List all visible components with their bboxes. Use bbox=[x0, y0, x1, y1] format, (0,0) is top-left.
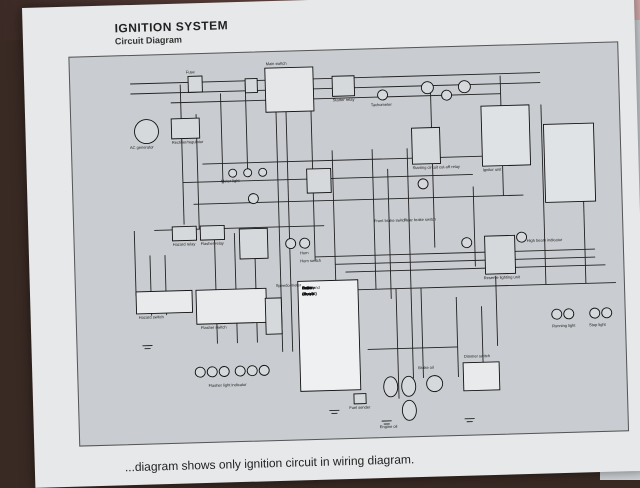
label-main-switch: Main switch bbox=[265, 60, 287, 67]
label-ignitor-unit: Ignitor unit bbox=[482, 166, 502, 173]
label-fuse: Fuse bbox=[185, 69, 195, 75]
label-running-light: Running light bbox=[552, 322, 576, 329]
label-fuel-sender: Fuel sender bbox=[349, 404, 371, 411]
footer-text: ...diagram shows only ignition circuit i… bbox=[124, 452, 415, 475]
label-horn: Horn bbox=[299, 250, 309, 256]
label-hazard-switch: Hazard switch bbox=[138, 314, 164, 320]
label-rectifier: Rectifier/regulator bbox=[171, 138, 204, 145]
label-tachometer: Tachometer bbox=[370, 101, 392, 108]
label-brake-oil: Brake oil bbox=[418, 364, 434, 371]
label-flasher-switch: Flasher switch bbox=[200, 324, 227, 331]
label-engine-oil: Engine oil bbox=[379, 423, 398, 430]
label-rear-brake-switch: Rear brake switch bbox=[403, 216, 437, 223]
label-meter-light: Meter light bbox=[220, 177, 240, 184]
manual-page: IGNITION SYSTEM Circuit Diagram bbox=[22, 0, 640, 488]
label-starter-relay: Starter relay bbox=[332, 96, 355, 103]
label-hazard-relay: Hazard relay bbox=[172, 241, 196, 247]
label-ac-generator: AC generator bbox=[129, 144, 154, 151]
page-subtitle: Circuit Diagram bbox=[114, 34, 183, 47]
label-flasher-relay: Flasher relay bbox=[200, 240, 224, 247]
label-horn-switch: Horn switch bbox=[300, 257, 322, 264]
label-dimmer-switch: Dimmer switch bbox=[463, 353, 491, 359]
label-front-brake-switch: Front brake switch bbox=[374, 217, 407, 224]
circuit-diagram-wires bbox=[130, 66, 616, 425]
circuit-diagram: AC generator Rectifier/regulator Fuse Ma… bbox=[68, 41, 630, 447]
cu-line: Fuel bbox=[301, 285, 310, 291]
label-speedometer: Speedo-meter bbox=[275, 282, 302, 289]
label-stop-light: Stop light bbox=[588, 321, 606, 328]
page-title: IGNITION SYSTEM bbox=[114, 18, 229, 36]
